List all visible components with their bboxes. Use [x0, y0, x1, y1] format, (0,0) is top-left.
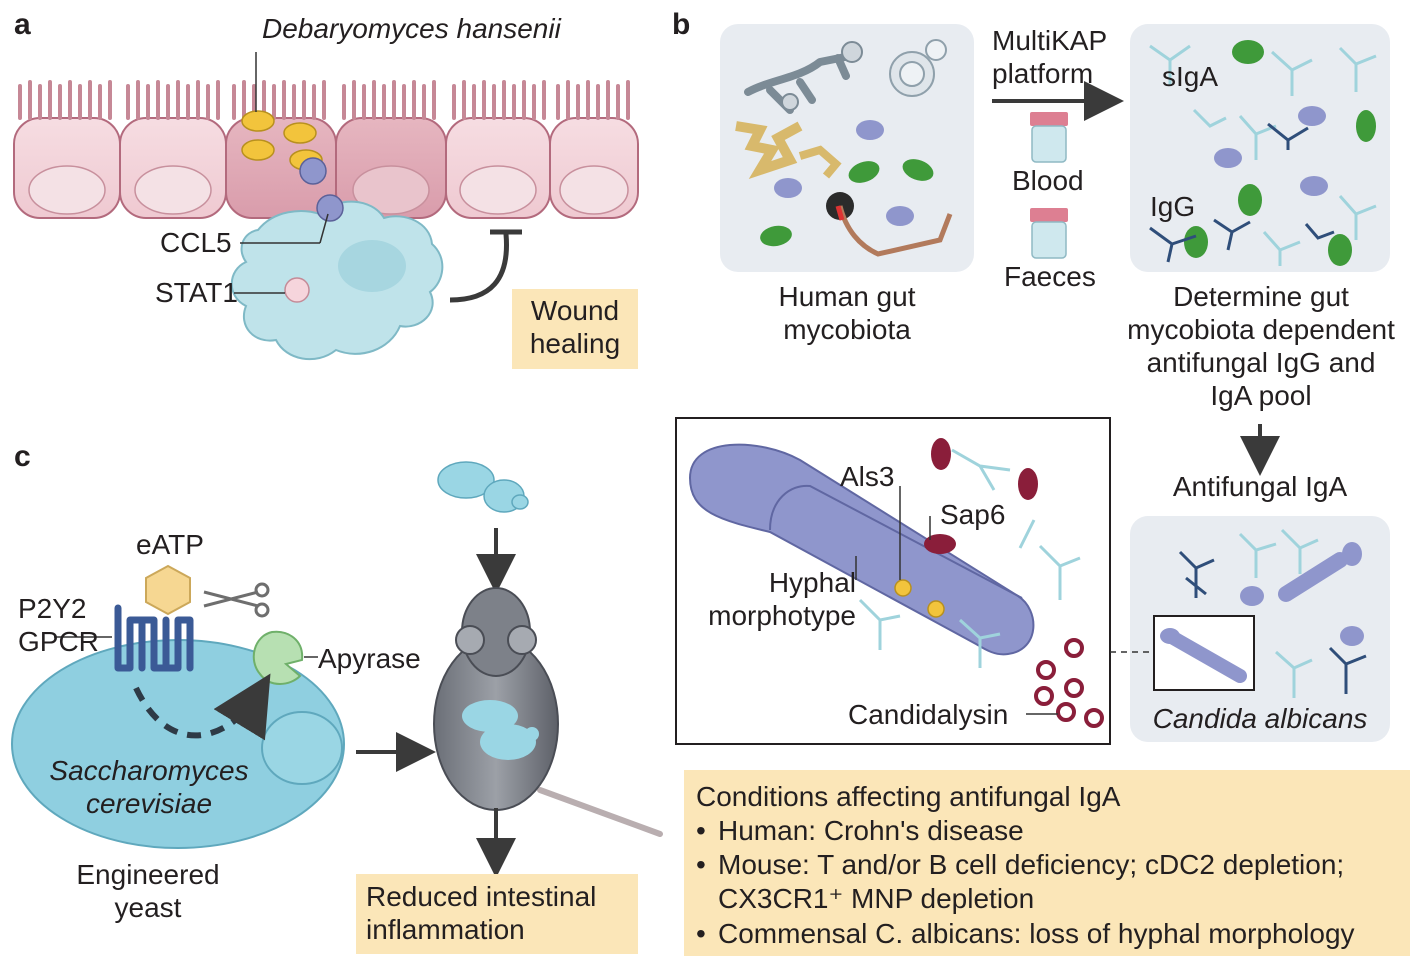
saccharomyces-label: Saccharomyces cerevisiae — [49, 755, 249, 820]
epithelium — [13, 80, 639, 219]
faeces-label: Faeces — [1004, 261, 1096, 292]
determine-label: Determine gut mycobiota dependent antifu… — [1127, 281, 1395, 412]
conditions-text: Conditions affecting antifungal IgA •Hum… — [696, 780, 1404, 951]
siga-label: sIgA — [1162, 61, 1219, 92]
panel-b — [675, 24, 1390, 745]
condition-item: CX3CR1⁺ MNP depletion — [718, 883, 1035, 915]
condition-item: •Commensal C. albicans: loss of hyphal m… — [696, 917, 1355, 949]
multikap-label: MultiKAP platform — [992, 25, 1108, 90]
ccl5-label: CCL5 — [160, 227, 232, 258]
stat1-label: STAT1 — [155, 277, 238, 308]
yeast-dose — [437, 461, 529, 513]
human-gut-label: Human gut mycobiota — [778, 281, 916, 346]
eatp-label: eATP — [136, 529, 204, 560]
als3-label: Als3 — [840, 461, 895, 492]
eatp-hexagon — [145, 564, 191, 616]
scissors-icon — [203, 590, 259, 608]
antifungal-iga-label: Antifungal IgA — [1172, 471, 1348, 502]
debaryomyces-label: Debaryomyces hansenii — [262, 13, 561, 44]
ccl5-granule — [316, 194, 344, 222]
mycobiota-illustration — [735, 39, 953, 257]
igg-label: IgG — [1150, 191, 1196, 222]
apyrase-shape — [252, 630, 304, 685]
antifungal-iga-illustration — [1153, 528, 1367, 698]
conditions-box — [684, 770, 1410, 956]
engineered-yeast-label: Engineered yeast — [76, 859, 220, 924]
reduced-inflammation-box — [356, 874, 638, 954]
antibody-pool-illustration — [1149, 40, 1377, 266]
stat1-granule — [284, 277, 310, 303]
panel-a-letter: a — [14, 8, 31, 41]
wound-healing-box — [512, 289, 638, 369]
mouse-icon — [433, 587, 663, 837]
sap6-label: Sap6 — [940, 499, 1006, 530]
reduced-inflammation-label: Reduced intestinal inflammation — [366, 881, 597, 946]
yeast-bud — [261, 711, 343, 785]
blood-label: Blood — [1012, 165, 1084, 196]
candidalysin-label: Candidalysin — [848, 699, 1009, 730]
macrophage — [230, 200, 444, 360]
panel-c-letter: c — [14, 440, 31, 473]
candida-label: Candida albicans — [1152, 703, 1368, 734]
faeces-tube — [1030, 208, 1068, 259]
condition-item: •Mouse: T and/or B cell deficiency; cDC2… — [696, 849, 1345, 881]
condition-item: •Human: Crohn's disease — [696, 815, 1024, 847]
debaryomyces-cells — [241, 110, 327, 185]
wound-healing-label: Wound healing — [529, 295, 621, 360]
receptor-label: P2Y2 GPCR — [18, 593, 99, 658]
apyrase-label: Apyrase — [318, 643, 421, 674]
p2y2-receptor — [114, 604, 194, 672]
hyphal-illustration — [688, 438, 1104, 728]
blood-tube — [1030, 112, 1068, 163]
wound-healing-arrow — [449, 233, 509, 303]
antibody-pool-box — [1130, 24, 1390, 272]
hyphal-label: Hyphal morphotype — [708, 567, 856, 632]
conditions-title: Conditions affecting antifungal IgA — [696, 781, 1121, 812]
panel-c — [11, 461, 663, 878]
panel-b-letter: b — [672, 8, 691, 41]
panel-a — [13, 52, 639, 360]
